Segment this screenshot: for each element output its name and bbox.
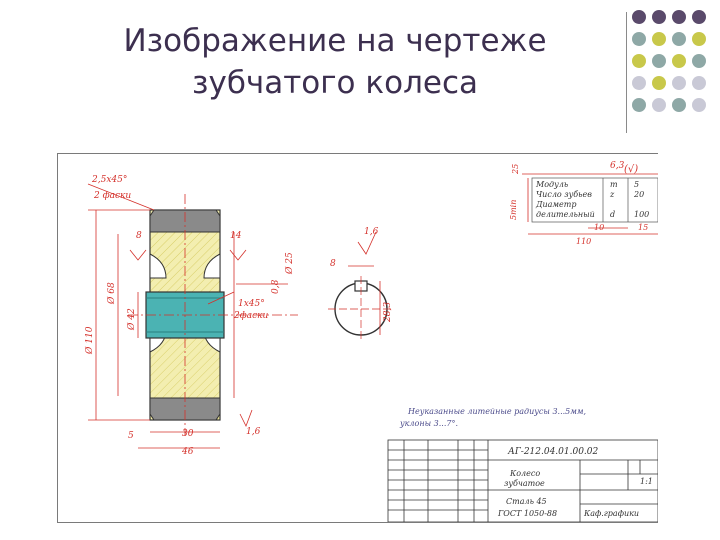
stamp-material-1: Сталь 45: [506, 497, 547, 506]
teeth-bottom: [149, 397, 221, 421]
decorative-dot: [672, 32, 686, 46]
note-line-1: Неуказанные литейные радиусы 3...5мм,: [407, 407, 586, 416]
roughness-value: 6,3: [610, 161, 625, 171]
dim-25: Ø 25: [284, 252, 295, 275]
chamfer-note-3: 1х45°: [238, 299, 265, 309]
decorative-dot: [632, 54, 646, 68]
dim-42: Ø 42: [126, 308, 137, 331]
dim-46: 46: [181, 447, 194, 457]
param-symbol: m: [610, 180, 618, 189]
keyway-depth: 28,3: [383, 302, 393, 323]
stamp-code: АГ-212.04.01.00.02: [507, 447, 599, 457]
dim-30: 30: [182, 429, 194, 439]
side-5min: 5min: [509, 200, 518, 220]
title-line-1: Изображение на чертеже: [123, 23, 547, 59]
param-symbol: d: [610, 210, 615, 219]
dim-110: Ø 110: [84, 326, 95, 355]
dim-1-6-a: 1,6: [246, 427, 261, 437]
decorative-dot: [652, 76, 666, 90]
keyway-section: 8 28,3: [328, 259, 394, 342]
keyway-width: 8: [330, 259, 336, 269]
divider-line: [626, 12, 627, 133]
slide-title: Изображение на чертеже зубчатого колеса: [60, 20, 610, 104]
chamfer-note-1: 2,5х45°: [91, 175, 127, 185]
param-name: Модуль: [535, 180, 568, 189]
decorative-dot: [632, 10, 646, 24]
drawing-svg: 2,5х45° 2 фаски 1х45° 2фаски Ø 110 Ø 68 …: [84, 161, 659, 523]
dim-5: 5: [128, 431, 134, 441]
stamp-dept: Каф.графики: [583, 509, 639, 518]
title-block: АГ-212.04.01.00.02 Колесо зубчатое Сталь…: [387, 439, 659, 523]
note-block: Неуказанные литейные радиусы 3...5мм, ук…: [399, 407, 586, 428]
decorative-dot: [692, 76, 706, 90]
decorative-dot: [652, 32, 666, 46]
decorative-dot: [632, 98, 646, 112]
decorative-dot: [672, 76, 686, 90]
decorative-dot: [672, 54, 686, 68]
roughness-symbol: (√): [624, 164, 638, 175]
decorative-dot: [632, 76, 646, 90]
param-symbol: z: [609, 190, 615, 199]
decorative-dot: [652, 54, 666, 68]
dimension-lines: [87, 183, 377, 449]
decorative-dot-grid: [632, 10, 720, 130]
title-line-2: зубчатого колеса: [191, 65, 478, 101]
decorative-dot: [672, 10, 686, 24]
stamp-name-2: зубчатое: [504, 479, 545, 488]
decorative-dot: [692, 98, 706, 112]
dim-14: 14: [230, 231, 242, 241]
param-name: делительный: [536, 210, 595, 219]
param-name: Диаметр: [535, 200, 577, 209]
decorative-dot: [692, 54, 706, 68]
decorative-dot: [632, 32, 646, 46]
dim-1-6-b: 1,6: [364, 227, 379, 237]
dim-0-8: 0,8: [271, 279, 281, 294]
decorative-dot: [692, 32, 706, 46]
dim-68: Ø 68: [106, 282, 117, 305]
stamp-material-2: ГОСТ 1050-88: [497, 509, 557, 518]
decorative-dot: [692, 10, 706, 24]
stamp-scale: 1:1: [640, 477, 653, 486]
table-15: 15: [638, 223, 648, 232]
dim-8: 8: [136, 231, 142, 241]
gear-section: [128, 194, 298, 436]
param-value: 100: [634, 210, 649, 219]
chamfer-note-4: 2фаски: [233, 311, 269, 321]
gear-drawing: 2,5х45° 2 фаски 1х45° 2фаски Ø 110 Ø 68 …: [57, 153, 659, 523]
param-value: 20: [633, 190, 644, 199]
stamp-name-1: Колесо: [509, 469, 540, 478]
dimension-labels: 2,5х45° 2 фаски 1х45° 2фаски Ø 110 Ø 68 …: [84, 175, 379, 457]
decorative-dot: [652, 10, 666, 24]
table-10: 10: [594, 223, 604, 232]
param-name: Число зубьев: [536, 190, 592, 199]
side-25: 25: [511, 164, 520, 175]
recess-tl: [149, 253, 167, 279]
param-value: 5: [634, 180, 639, 189]
decorative-dot: [672, 98, 686, 112]
table-110: 110: [576, 237, 591, 246]
chamfer-note-2: 2 фаски: [93, 191, 131, 201]
note-line-2: уклоны 3...7°.: [399, 419, 458, 428]
decorative-dot: [652, 98, 666, 112]
recess-tr: [203, 253, 221, 279]
